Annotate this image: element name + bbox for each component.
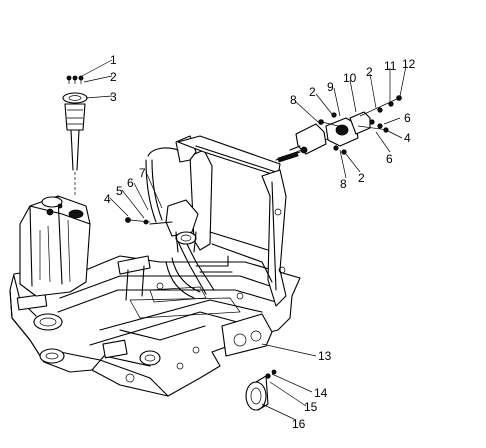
pipe-fitting-group <box>125 217 173 225</box>
screw-1 <box>66 75 84 84</box>
callout-labels: 1 2 3 4 5 6 7 8 2 9 10 2 11 12 6 4 6 8 2… <box>104 53 416 431</box>
filler-cap-group <box>62 75 88 196</box>
callout-7: 7 <box>139 166 146 180</box>
main-frame <box>9 255 301 397</box>
fuel-tank <box>19 195 91 297</box>
callout-10: 10 <box>343 71 357 85</box>
callout-11: 11 <box>384 59 397 73</box>
callout-2c: 2 <box>366 65 373 79</box>
callout-1: 1 <box>110 53 117 67</box>
valve-exploded-group <box>275 95 402 163</box>
callout-13: 13 <box>318 349 332 363</box>
callout-8b: 8 <box>340 177 347 191</box>
hose-clamp <box>277 151 299 163</box>
callout-6b: 6 <box>404 111 411 125</box>
callout-16: 16 <box>292 417 306 431</box>
callout-9: 9 <box>327 80 334 94</box>
cover-assembly <box>245 369 277 411</box>
callout-2d: 2 <box>358 171 365 185</box>
bracket-assembly <box>165 199 199 253</box>
callout-14: 14 <box>314 386 328 400</box>
callout-2b: 2 <box>309 85 316 99</box>
callout-6c: 6 <box>386 152 393 166</box>
leader-lines <box>81 59 407 421</box>
callout-3: 3 <box>110 90 117 104</box>
callout-8a: 8 <box>290 93 297 107</box>
callout-4b: 4 <box>404 131 411 145</box>
callout-4a: 4 <box>104 192 111 206</box>
callout-6a: 6 <box>127 176 134 190</box>
callout-2a: 2 <box>110 70 117 84</box>
callout-12: 12 <box>402 57 416 71</box>
callout-15: 15 <box>304 400 318 414</box>
callout-5: 5 <box>116 184 123 198</box>
